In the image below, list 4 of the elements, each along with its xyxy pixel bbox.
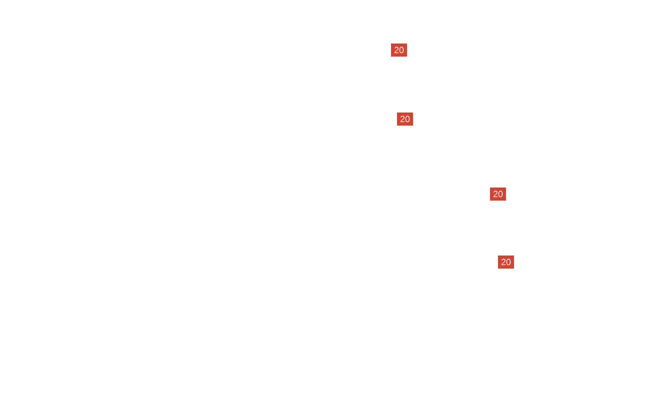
number-badge: 20 — [391, 44, 407, 56]
number-badge: 20 — [490, 188, 506, 200]
number-badge: 20 — [397, 112, 413, 126]
number-badge: 20 — [498, 256, 514, 268]
